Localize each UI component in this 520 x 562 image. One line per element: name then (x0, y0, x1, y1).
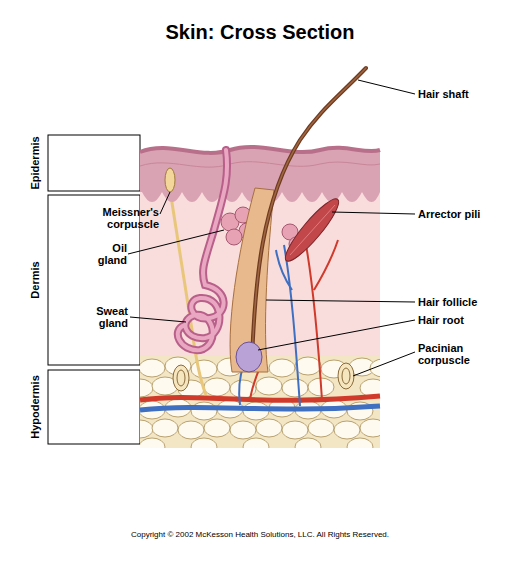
fat-cell (243, 438, 269, 448)
fat-cell (295, 357, 321, 375)
leader-line (128, 230, 224, 254)
leader-line (332, 212, 415, 214)
corpuscle-lamella (342, 368, 350, 384)
leader-line (266, 300, 415, 302)
copyright-caption: Copyright © 2002 McKesson Health Solutio… (10, 530, 510, 540)
fat-cell (256, 419, 282, 437)
fat-cell (282, 379, 308, 397)
layer-label: Dermis (28, 245, 42, 315)
fat-cell (308, 419, 334, 437)
fat-cell (282, 421, 308, 439)
part-label: Hair root (418, 314, 513, 326)
part-label: Sweat gland (88, 305, 128, 329)
fat-cell (230, 421, 256, 439)
leader-line (258, 320, 415, 350)
layer-label: Hypodermis (28, 367, 42, 447)
part-label: Meissner's corpuscle (59, 206, 159, 230)
pacinian-corpuscle (338, 363, 354, 389)
fat-cell (295, 438, 321, 448)
artery (140, 396, 380, 400)
vein-branch (276, 245, 300, 406)
hair-shaft (252, 68, 366, 360)
arrector-pili (279, 194, 344, 267)
gland-lobe (226, 229, 242, 245)
pacinian-corpuscle (173, 365, 189, 391)
leader-line (160, 192, 170, 214)
fat-cell (256, 377, 282, 395)
fat-cell (152, 419, 178, 437)
stratum-corneum (140, 147, 380, 153)
sweat-gland-lumen (178, 150, 227, 350)
fat-cell (347, 438, 373, 448)
fat-cell (269, 359, 295, 377)
muscle-fiber (290, 205, 335, 255)
fat-cell (191, 438, 217, 448)
diagram-title: Skin: Cross Section (10, 20, 510, 44)
part-label: Arrector pili (418, 208, 513, 220)
fat-cell (140, 420, 153, 438)
fat-cell (334, 421, 360, 439)
fat-cell (204, 419, 230, 437)
layer-label: Epidermis (28, 128, 42, 198)
hair-root (236, 342, 262, 372)
meissner-corpuscle (165, 168, 175, 192)
layer-bracket (48, 135, 140, 191)
fat-cell (140, 359, 165, 377)
leader-line (130, 317, 186, 322)
sweat-gland (178, 150, 227, 350)
corpuscle-lamella (177, 370, 185, 386)
leader-line (353, 352, 415, 376)
epidermis-stratum (140, 162, 380, 167)
leader-line (358, 80, 415, 94)
leader-lines (128, 80, 415, 376)
part-label: Pacinian corpuscle (418, 342, 488, 366)
part-label: Oil gland (91, 242, 127, 266)
fat-cell (191, 402, 217, 420)
fat-cell (140, 438, 165, 448)
fat-cell (204, 378, 230, 396)
part-label: Hair follicle (418, 296, 513, 308)
vein (140, 406, 380, 410)
nerve-fiber (170, 190, 206, 395)
fat-cell (178, 421, 204, 439)
layer-bracket (48, 370, 140, 444)
fat-cell (360, 419, 380, 437)
fat-cell (140, 379, 153, 397)
part-label: Hair shaft (418, 88, 508, 100)
fat-cell (191, 360, 217, 378)
hair-shaft-highlight (252, 68, 366, 360)
